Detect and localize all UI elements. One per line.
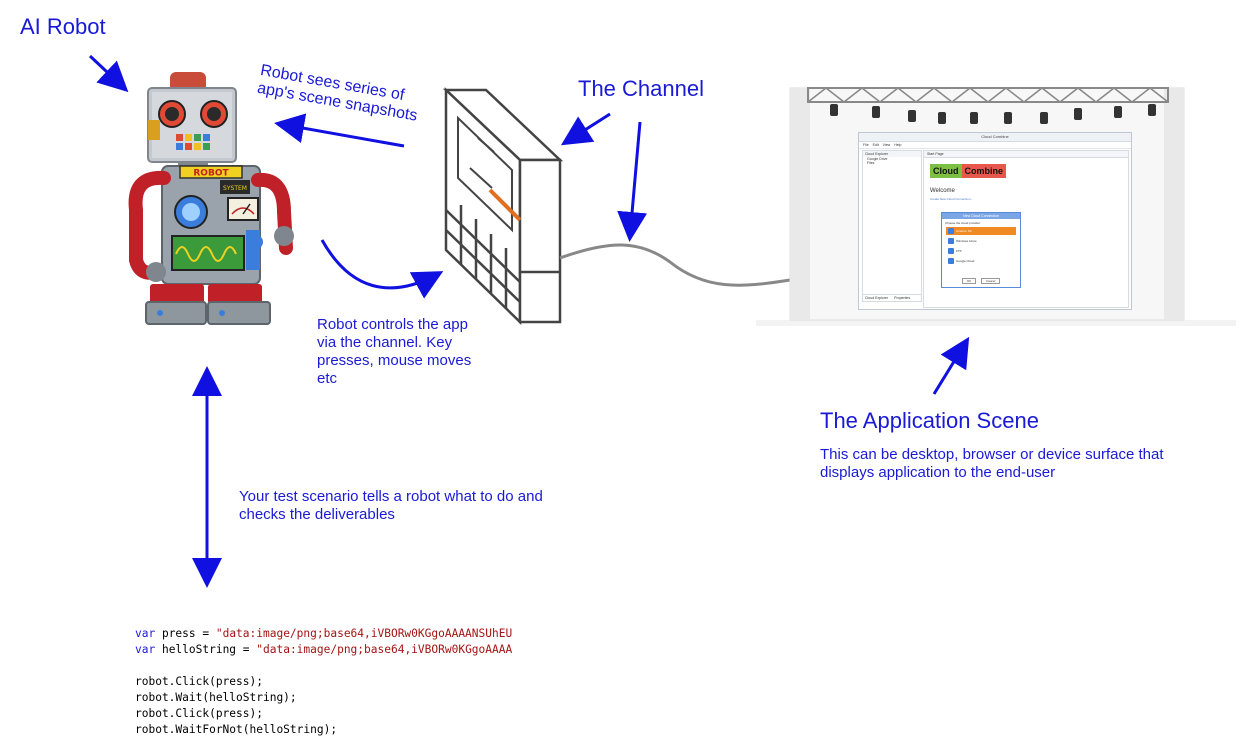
arrow-to-channel-device [560,112,611,146]
app-menubar: File Edit View Help [859,142,1131,149]
robot-illustration: ROBOT SYSTEM [128,72,294,325]
arrow-robot-sees [274,113,405,148]
arrow-to-robot [88,54,129,93]
application-scene-title: The Application Scene [820,408,1039,433]
app-logo-banner: Cloud Combine [930,164,1128,178]
channel-device [442,87,564,325]
menu-view[interactable]: View [882,143,891,147]
ai-robot-title: AI Robot [20,14,106,39]
tree-item[interactable]: Files [867,161,875,165]
cloud-explorer-pane: Cloud Explorer Google Drive Files Cloud … [862,150,922,302]
provider-icon [948,238,954,244]
create-connection-link[interactable]: Create New Cloud Connection... [930,197,974,201]
provider-icon [948,228,954,234]
provider-option[interactable]: Windows Azure [946,237,1016,245]
app-titlebar: Cloud Combine [859,133,1131,142]
test-scenario-code: var press = "data:image/png;base64,iVBOR… [135,626,525,738]
menu-edit[interactable]: Edit [872,143,879,147]
menu-file[interactable]: File [863,143,869,147]
provider-option[interactable]: FTP [946,247,1016,255]
code-line: robot.Wait(helloString); [135,691,297,704]
code-line: var helloString = "data:image/png;base64… [135,643,513,656]
dialog-title: New Cloud Connection [942,213,1020,219]
scene-description-note: This can be desktop, browser or device s… [820,446,1164,481]
dialog-cancel-button[interactable]: Cancel [980,278,1001,284]
channel-title: The Channel [578,76,704,101]
menu-help[interactable]: Help [894,143,902,147]
app-window: Cloud Combine File Edit View Help Cloud … [858,132,1132,310]
banner-combine: Combine [961,164,1007,178]
cloud-explorer-header: Cloud Explorer [863,151,921,157]
tab-properties[interactable]: Properties [894,296,911,300]
tab-cloud-explorer[interactable]: Cloud Explorer [865,296,889,300]
banner-cloud: Cloud [930,164,962,178]
dialog-subtitle: Choose the cloud provider: [945,221,981,225]
provider-option[interactable]: Amazon S3 [946,227,1016,235]
new-connection-dialog: New Cloud Connection Choose the cloud pr… [941,212,1021,288]
code-line: var press = "data:image/png;base64,iVBOR… [135,627,513,640]
code-line-blank [135,658,525,674]
code-line: robot.Click(press); [135,675,263,688]
app-title: Cloud Combine [981,134,1009,139]
robot-controls-note: Robot controls the app via the channel. … [317,316,472,387]
dialog-ok-button[interactable]: OK [961,278,977,284]
arrow-to-cable [617,121,648,242]
arrow-to-scene [932,336,970,395]
code-line: robot.WaitForNot(helloString); [135,723,338,736]
code-line: robot.Click(press); [135,707,263,720]
welcome-heading: Welcome [930,188,955,194]
provider-icon [948,258,954,264]
provider-icon [948,248,954,254]
channel-cable [559,243,791,287]
tree-item[interactable]: Google Drive [867,157,888,161]
robot-badge-text: ROBOT [193,169,229,179]
tab-start-page[interactable]: Start Page [924,151,1128,158]
test-scenario-note: Your test scenario tells a robot what to… [239,488,543,523]
robot-chest-text: SYSTEM [223,185,247,192]
arrow-robot-controls [320,239,444,299]
provider-option[interactable]: Google Cloud [946,257,1016,265]
